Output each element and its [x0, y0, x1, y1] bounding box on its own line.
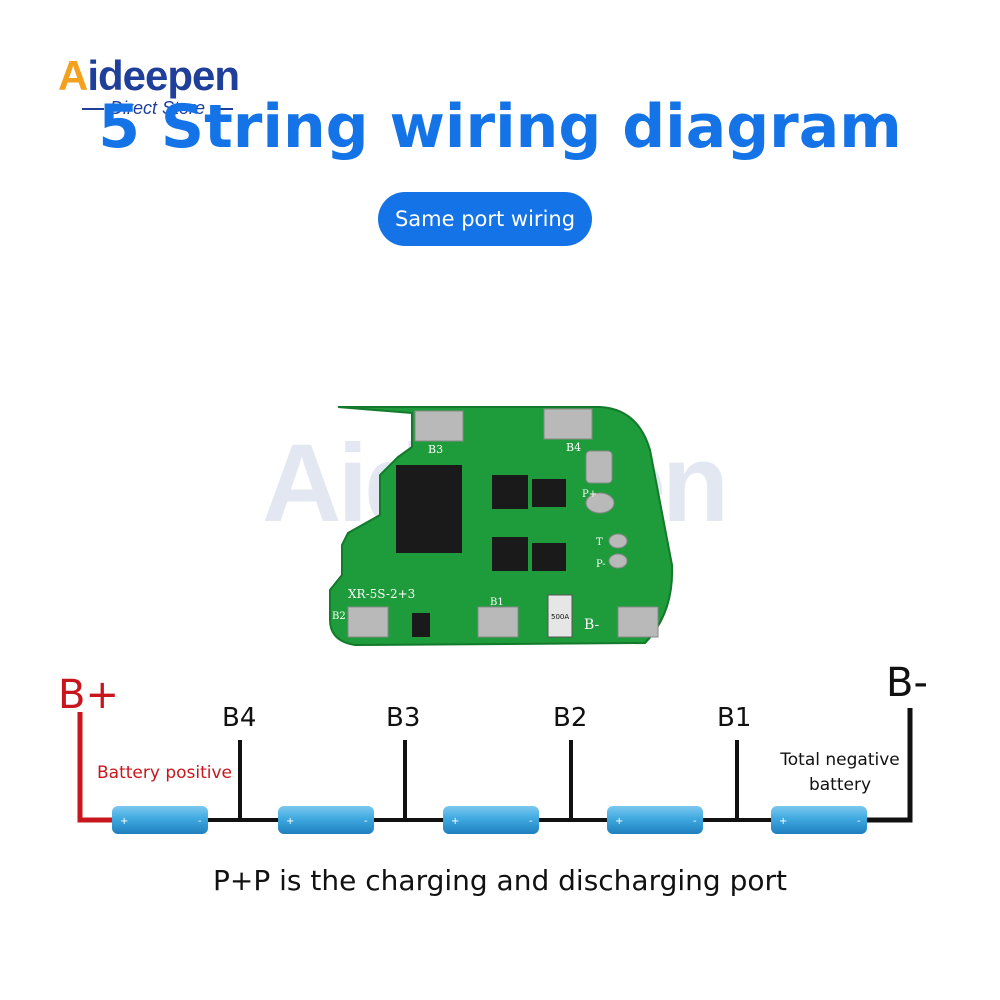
silk-pplus: P+	[582, 489, 597, 500]
small-resistor	[412, 613, 430, 637]
page-title: 5 String wiring diagram	[98, 92, 902, 162]
battery-cell: + -	[112, 806, 208, 834]
svg-text:+: +	[779, 816, 787, 827]
pad-bplus	[585, 450, 613, 484]
svg-text:-: -	[857, 816, 861, 827]
wiring-mode-badge: Same port wiring	[378, 192, 592, 246]
mosfet-1	[492, 475, 528, 509]
svg-text:+: +	[451, 816, 459, 827]
svg-text:+: +	[615, 816, 623, 827]
svg-text:-: -	[693, 816, 697, 827]
svg-text:-: -	[198, 816, 202, 827]
battery-cell: + -	[278, 806, 374, 834]
pad-b1	[477, 606, 519, 638]
node-label-b3: B3	[386, 703, 421, 733]
bms-board-illustration: B3 B4 P+ T P- B2 B1 B- XR-5S-2+3 500A	[329, 406, 674, 647]
main-ic-chip	[396, 465, 462, 553]
pad-bminus	[617, 606, 659, 638]
silk-b3: B3	[428, 443, 443, 456]
mosfet-4	[532, 543, 566, 571]
positive-wire	[77, 712, 112, 823]
pad-t	[608, 533, 628, 549]
negative-terminal-label: B-	[886, 660, 928, 706]
svg-text:+: +	[120, 816, 128, 827]
mosfet-3	[492, 537, 528, 571]
total-negative-note: Total negative battery	[770, 748, 910, 798]
svg-text:-: -	[364, 816, 368, 827]
battery-positive-note: Battery positive	[97, 763, 233, 783]
positive-terminal-label: B+	[58, 672, 119, 718]
shunt-resistor	[547, 594, 573, 638]
node-label-b1: B1	[717, 703, 752, 733]
svg-text:-: -	[529, 816, 533, 827]
silk-b4: B4	[566, 441, 581, 454]
battery-cell: + -	[443, 806, 539, 834]
brand-logo: Aideepen Direct Store	[58, 52, 288, 122]
negative-wire	[867, 708, 913, 823]
svg-text:+: +	[286, 816, 294, 827]
pad-pminus	[608, 553, 628, 569]
mosfet-2	[532, 479, 566, 507]
node-label-b4: B4	[222, 703, 257, 733]
total-negative-line2: battery	[808, 775, 872, 795]
board-model-label: XR-5S-2+3	[348, 587, 415, 601]
pad-pplus	[585, 492, 615, 514]
logo-wordmark: Aideepen	[58, 52, 240, 99]
logo-subtitle: Direct Store	[76, 98, 239, 119]
battery-cell: + -	[771, 806, 867, 834]
pad-b4	[543, 408, 593, 440]
silk-pminus: P-	[596, 559, 606, 570]
silk-t: T	[596, 537, 603, 548]
silk-b1: B1	[490, 597, 504, 608]
node-label-b2: B2	[553, 703, 588, 733]
pad-b3	[414, 410, 464, 442]
pad-b2	[347, 606, 389, 638]
silk-bminus: B-	[584, 617, 600, 633]
battery-cell: + -	[607, 806, 703, 834]
total-negative-line1: Total negative	[780, 750, 900, 770]
port-caption: P+P is the charging and discharging port	[213, 864, 787, 897]
silk-b2: B2	[332, 611, 346, 622]
shunt-code: 500A	[551, 613, 569, 621]
